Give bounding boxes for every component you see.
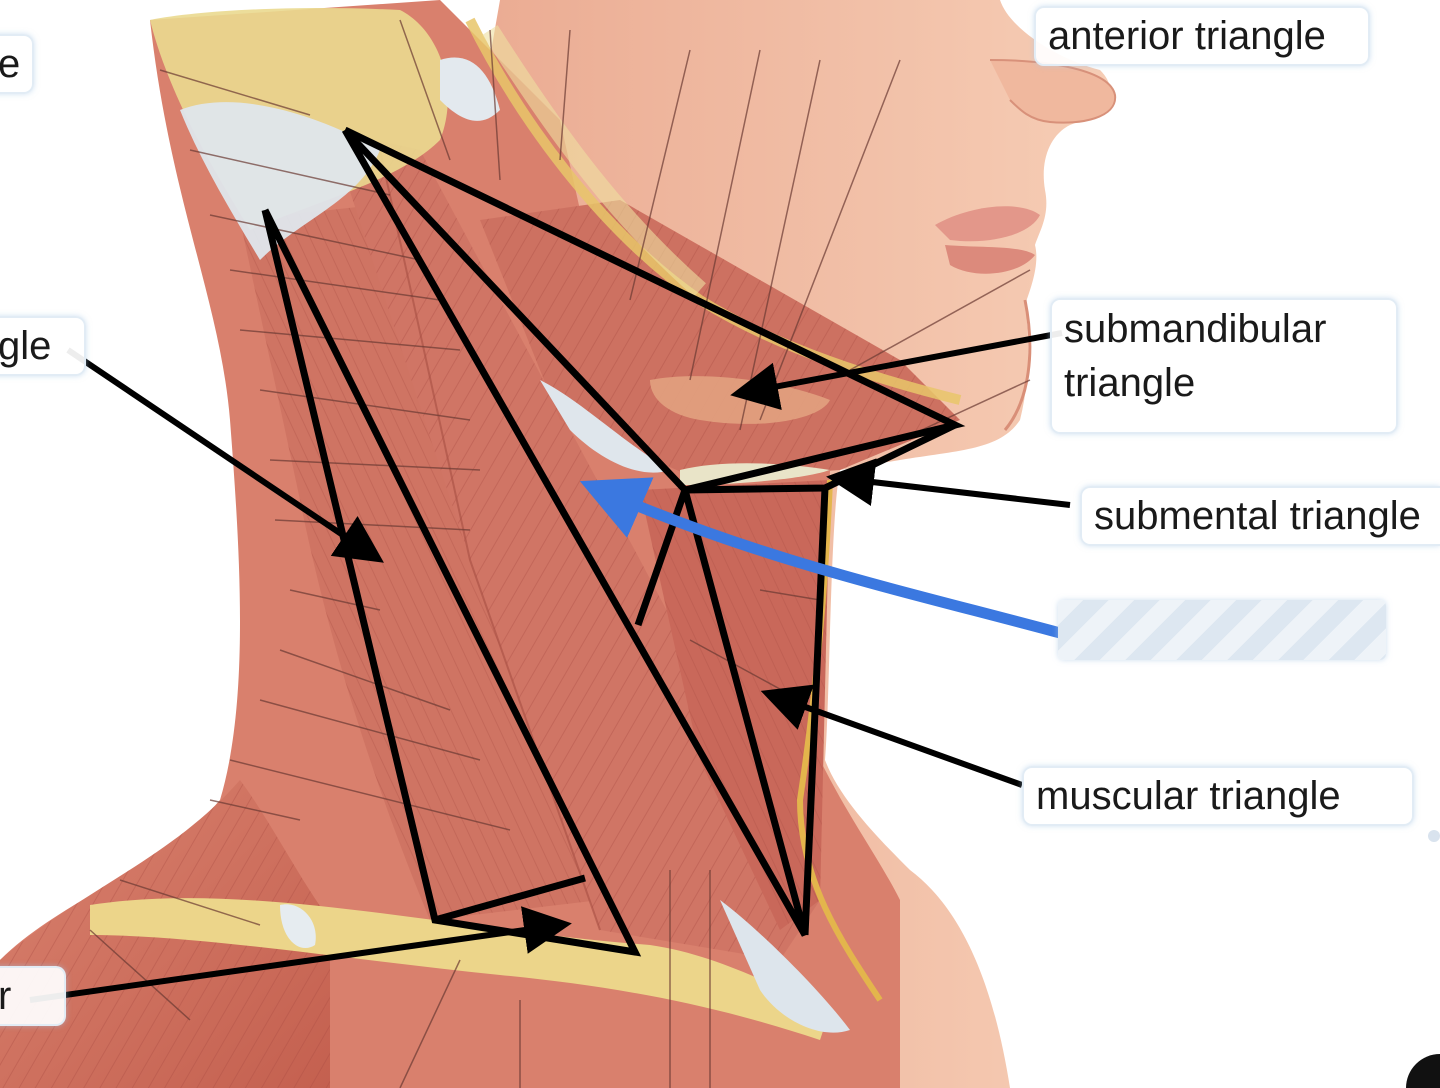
arrow-submandibular — [730, 330, 1063, 410]
label-submental-triangle: submental triangle — [1080, 486, 1440, 546]
muscular-triangle-outline — [634, 488, 689, 627]
arrow-submental — [826, 458, 1071, 508]
highlight-arrow — [579, 477, 1066, 639]
infrahyoid-muscles — [640, 480, 830, 930]
label-submandibular-line1: submandibular — [1064, 307, 1327, 351]
clavicle — [90, 898, 850, 1040]
external-jugular-vein — [796, 479, 883, 1002]
label-anterior-triangle: anterior triangle — [1034, 6, 1370, 66]
label-submandibular-triangle: submandibular triangle — [1050, 298, 1398, 434]
posterior-muscles — [240, 200, 600, 920]
side-marker-dot — [1428, 830, 1440, 842]
label-left-bottom-fragment: r — [0, 966, 66, 1026]
carotid-triangle-outline — [341, 127, 809, 937]
omoclavicular-line — [434, 874, 586, 924]
label-submandibular-line2: triangle — [1064, 361, 1196, 405]
arrow-left-middle — [66, 347, 384, 563]
leader-lines — [89, 19, 1031, 1088]
arrow-muscular — [760, 684, 1024, 788]
blank-answer-field[interactable] — [1058, 600, 1386, 660]
label-left-middle-fragment: gle — [0, 316, 86, 376]
label-arrows — [29, 330, 1071, 1003]
label-left-top-fragment: e — [0, 34, 34, 94]
label-muscular-triangle: muscular triangle — [1022, 766, 1414, 826]
arrow-left-bottom — [29, 906, 572, 1003]
